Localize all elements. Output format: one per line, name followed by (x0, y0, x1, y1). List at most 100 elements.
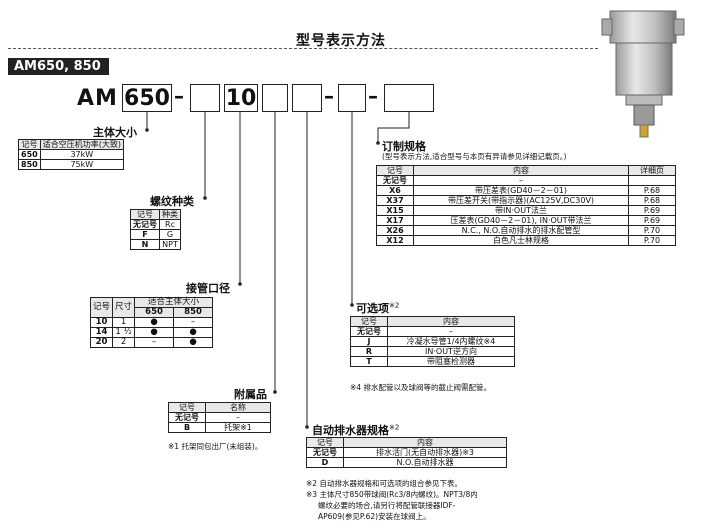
table-cell: – (134, 337, 175, 348)
table-cell: 托架※1 (205, 422, 271, 433)
table-header: 记号 (350, 316, 388, 327)
table-header: 尺寸 (112, 297, 136, 318)
table-header: 适合主体大小 (134, 297, 214, 308)
table-cell: P.69 (628, 215, 676, 226)
table-cell: 无记号 (130, 219, 160, 230)
table-cell: N.C., N.O.自动排水的排水配管型 (413, 225, 629, 236)
table-cell: 排水活门(无自动排水器)※3 (343, 447, 507, 458)
table-cell: 850 (18, 159, 41, 170)
table-cell: X15 (376, 205, 414, 216)
table-cell: 14 (89, 327, 114, 338)
port-box: 10 (224, 84, 258, 112)
table-cell: Rc (159, 219, 181, 230)
table-cell: X12 (376, 235, 414, 246)
option-box (338, 84, 366, 112)
title-divider (8, 48, 598, 49)
table-header: 详细页 (628, 165, 676, 176)
table-cell: B (168, 422, 206, 433)
auto-drain-title-mark: ※2 (389, 423, 400, 432)
table-cell: 带压差表(GD40－2－01) (413, 185, 629, 196)
table-cell: – (413, 175, 629, 186)
auto-drain-title: 自动排水器规格※2 (312, 422, 399, 438)
table-cell: P.68 (628, 195, 676, 206)
table-header: 记号 (89, 297, 114, 318)
series-badge: AM650, 850 (8, 58, 109, 75)
auto-drain-note: 螺纹必要的场合,请另行将配管联接器IDF- (318, 501, 456, 510)
table-cell: 650 (18, 149, 41, 160)
table-cell: X37 (376, 195, 414, 206)
accessory-box (262, 84, 288, 112)
port-size-title: 接管口径 (186, 282, 230, 295)
body-size-title: 主体大小 (93, 126, 137, 139)
custom-subtitle: (型号表示方法,适合型号与本页有异请参见详细记载页。) (382, 152, 567, 161)
table-header: 名称 (205, 402, 271, 413)
size-box: 650 (122, 84, 172, 112)
table-cell: X6 (376, 185, 414, 196)
custom-box (384, 84, 434, 112)
table-header: 记号 (376, 165, 414, 176)
auto-drain-title-text: 自动排水器规格 (312, 424, 389, 437)
table-cell: X17 (376, 215, 414, 226)
page-title: 型号表示方法 (296, 33, 386, 49)
table-header: 内容 (413, 165, 629, 176)
table-cell: ● (173, 337, 214, 348)
table-cell: 无记号 (306, 447, 344, 458)
table-header: 内容 (387, 316, 515, 327)
table-cell: 1 (112, 317, 136, 328)
table-cell: N.O.自动排水器 (343, 457, 507, 468)
table-header: 记号 (130, 209, 160, 220)
table-cell: 75kW (39, 159, 124, 170)
auto-drain-note: ※2 自动排水器规格和可选项的组合参见下表。 (306, 479, 462, 488)
auto-drain-note: ※3 主体尺寸850带球阀(Rc3/8内螺纹)。NPT3/8内 (306, 490, 478, 499)
table-cell: 带IN·OUT法兰 (413, 205, 629, 216)
options-note: ※4 排水配管以及球阀等的截止阀需配管。 (350, 383, 491, 392)
table-cell: 压差表(GD40－2－01), IN·OUT带法兰 (413, 215, 629, 226)
table-header: 记号 (18, 139, 41, 150)
accessory-note: ※1 托架同包出厂(未组装)。 (168, 442, 263, 451)
table-cell: P.70 (628, 235, 676, 246)
table-cell: P.70 (628, 225, 676, 236)
table-cell: P.69 (628, 205, 676, 216)
code-dash: – (368, 84, 378, 108)
drain-box (292, 84, 322, 112)
table-cell: NPT (159, 239, 181, 250)
table-cell: ● (134, 317, 175, 328)
auto-drain-note: AP609(参见P.62)安装在球阀上。 (318, 512, 431, 521)
table-header: 种类 (159, 209, 181, 220)
table-cell: – (205, 412, 271, 423)
table-cell: 37kW (39, 149, 124, 160)
table-cell: F (130, 229, 160, 240)
table-cell: X26 (376, 225, 414, 236)
product-image (601, 10, 685, 138)
table-cell: D (306, 457, 344, 468)
table-cell: ● (134, 327, 175, 338)
options-title-mark: ※2 (389, 301, 400, 310)
options-title: 可选项※2 (356, 300, 399, 316)
thread-box (190, 84, 220, 112)
table-cell (628, 175, 676, 186)
table-cell: 带压差开关(带指示器)(AC125V,DC30V) (413, 195, 629, 206)
table-cell: IN·OUT逆方向 (387, 346, 515, 357)
table-cell: 1 ½ (112, 327, 136, 338)
code-dash: – (324, 84, 334, 108)
table-cell: 无记号 (168, 412, 206, 423)
options-title-text: 可选项 (356, 302, 389, 315)
table-cell: 无记号 (350, 326, 388, 337)
code-prefix: AM (77, 86, 118, 111)
table-cell: T (350, 356, 388, 367)
table-cell: J (350, 336, 388, 347)
custom-title: 订制规格 (382, 140, 426, 153)
table-header: 记号 (306, 437, 344, 448)
table-cell: 20 (89, 337, 114, 348)
table-cell: 2 (112, 337, 136, 348)
table-cell: N (130, 239, 160, 250)
table-cell: 无记号 (376, 175, 414, 186)
table-cell: 冷凝水导管1/4内螺纹※4 (387, 336, 515, 347)
